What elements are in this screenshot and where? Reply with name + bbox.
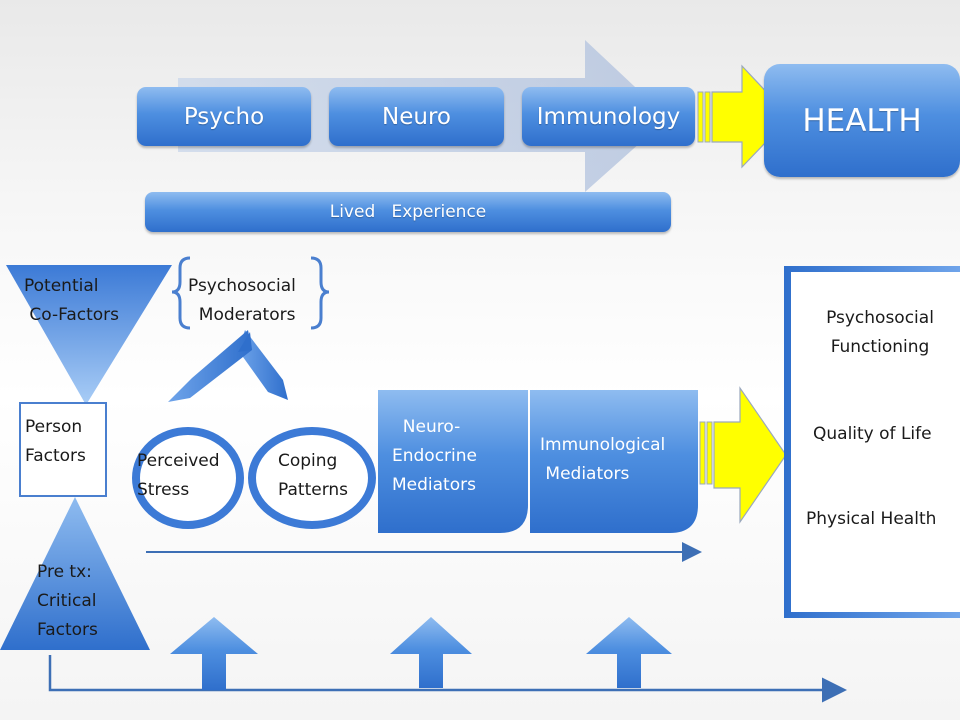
person-factors-label: Person Factors [25,417,86,466]
lower-yellow-arrow [699,386,787,524]
up-arrow-3 [586,617,672,688]
potential-cofactors-label: Potential Co-Factors [24,276,120,325]
perceived-stress-circle [132,427,244,529]
moderators-left-brace [171,256,191,330]
stage-immunology: Immunology [522,87,695,146]
outcomes-panel-inner [791,272,960,612]
potential-cofactors-triangle [6,265,172,405]
stage-psycho: Psycho [137,87,311,146]
up-arrow-1 [170,617,258,690]
immunological-block [530,390,698,533]
pre-tx-label: Pre tx: Critical Factors [37,562,98,640]
moderators-split-arrow [168,330,288,402]
psychosocial-functioning-label: Psychosocial Functioning [826,308,934,357]
person-factors-box [19,402,107,497]
neuro-endocrine-label: Neuro- Endocrine Mediators [392,417,477,495]
physical-health-label: Physical Health [806,509,937,529]
health-box: HEALTH [764,64,960,177]
quality-of-life-label: Quality of Life [813,424,932,444]
up-arrow-2 [390,617,472,688]
perceived-stress-label: Perceived Stress [137,451,220,500]
neuro-endocrine-block [378,390,528,533]
pre-tx-triangle [0,497,150,650]
coping-patterns-circle [248,427,376,529]
psychosocial-moderators-label: Psychosocial Moderators [188,276,296,325]
immunological-label: Immunological Mediators [540,435,666,484]
lived-experience-bar: Lived Experience [145,192,671,232]
feedback-loop-line [48,655,847,703]
moderators-right-brace [310,256,330,330]
coping-patterns-label: Coping Patterns [278,451,349,500]
stage-neuro: Neuro [329,87,504,146]
